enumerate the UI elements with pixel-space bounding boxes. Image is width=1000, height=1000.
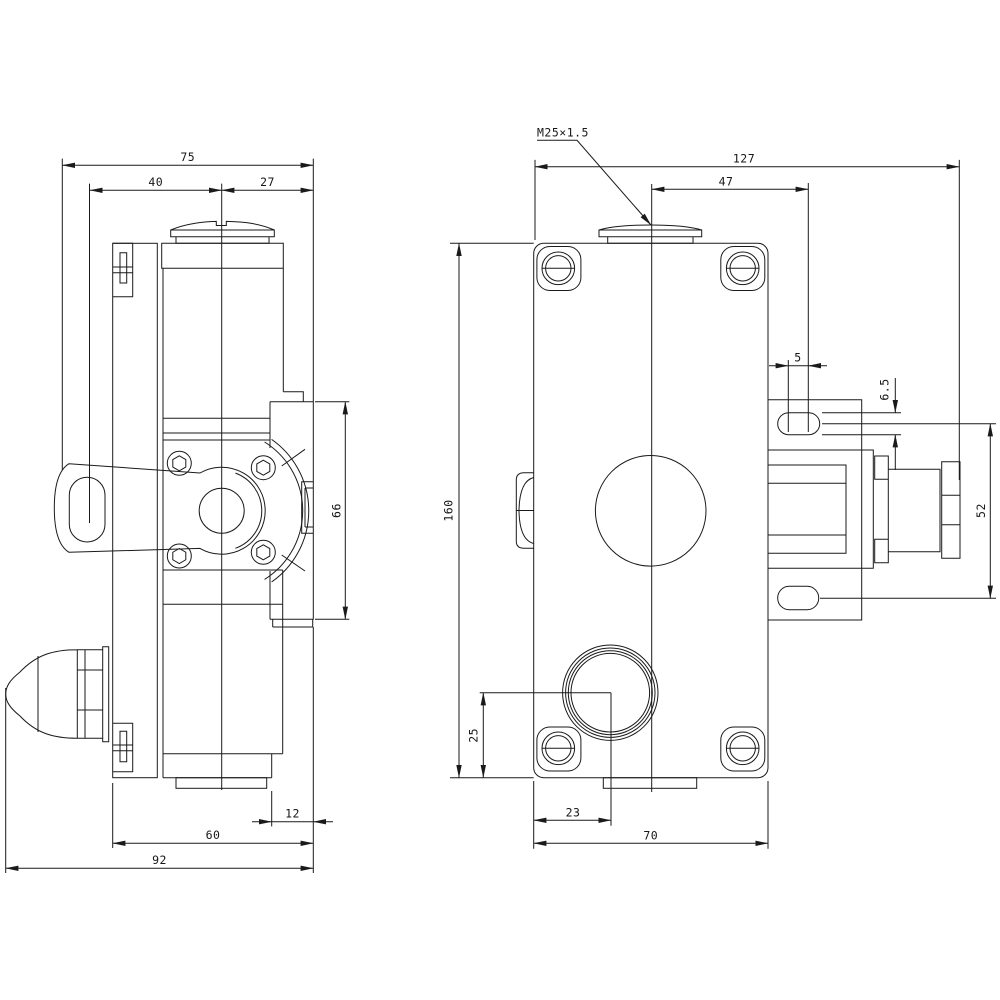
bracket-slot-top <box>777 412 821 436</box>
mounting-plate-edge <box>112 242 158 779</box>
lever-pivot-boss <box>198 487 245 534</box>
dim-label-70: 70 <box>643 828 658 842</box>
lever-eye-slot <box>68 476 106 543</box>
thread-leader-line <box>537 139 652 226</box>
cover-screws <box>541 251 760 766</box>
dim-label-160: 160 <box>442 499 456 521</box>
housing-side <box>161 242 314 779</box>
dim-label-127: 127 <box>733 152 755 166</box>
bracket-slot-bottom <box>777 585 820 611</box>
side-clamp-front <box>515 472 534 549</box>
dim-label-6-5: 6.5 <box>878 378 892 400</box>
mushroom-button-side <box>170 220 275 244</box>
dim-label-25: 25 <box>466 728 480 743</box>
dim-label-60: 60 <box>206 828 221 842</box>
dim-label-40: 40 <box>148 175 163 189</box>
hex-screw-sockets <box>172 455 271 565</box>
dim-label-47: 47 <box>719 174 734 188</box>
hex-screw-circles <box>166 450 276 569</box>
head-flange-arcs <box>264 438 310 583</box>
rope-tensioner <box>768 449 961 569</box>
dim-label-27: 27 <box>260 175 275 189</box>
screw-pocket-bottom-right <box>720 726 766 772</box>
screw-pocket-top-right <box>720 246 766 291</box>
screw-pocket-bottom-left <box>536 726 582 772</box>
dim-label-23: 23 <box>566 805 581 819</box>
mounting-bracket-front <box>767 399 863 621</box>
dim-label-5: 5 <box>794 351 801 365</box>
front-view-dimensions: M25×1.5 127 47 160 5 6.5 52 25 23 70 <box>442 126 996 849</box>
latch-clip-bottom <box>112 722 134 773</box>
dim-label-66: 66 <box>330 503 344 518</box>
cable-gland-cap-front <box>598 224 703 244</box>
dim-label-52: 52 <box>974 503 988 518</box>
side-view: 75 40 27 66 12 60 92 <box>5 150 350 873</box>
rear-bracket-side <box>269 401 314 620</box>
cable-gland-side <box>5 646 110 743</box>
screw-pocket-top-left <box>536 246 582 291</box>
lever-arm <box>53 463 266 555</box>
housing-foot-side <box>175 777 268 789</box>
dim-label-75: 75 <box>180 150 195 164</box>
thread-label: M25×1.5 <box>537 126 589 140</box>
front-extension-lines <box>450 159 996 849</box>
housing-foot-front <box>602 777 698 789</box>
side-extension-lines <box>5 158 350 873</box>
front-view: M25×1.5 127 47 160 5 6.5 52 25 23 70 <box>442 126 996 849</box>
dim-label-92: 92 <box>152 853 167 867</box>
side-view-dimensions: 75 40 27 66 12 60 92 <box>5 150 350 873</box>
drum-boss-circle <box>594 455 707 567</box>
dim-label-12: 12 <box>285 807 300 821</box>
latch-clip-top <box>112 242 134 298</box>
